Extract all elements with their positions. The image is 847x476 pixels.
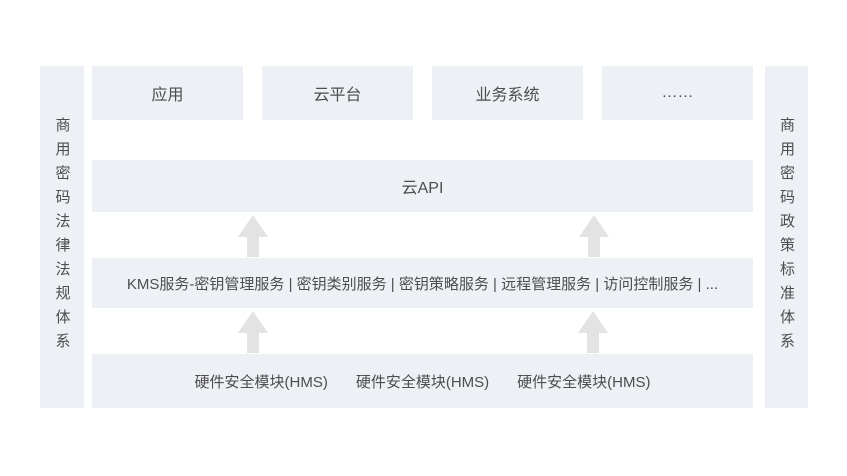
up-arrow-icon <box>238 215 268 257</box>
hms-module-label: 硬件安全模块(HMS) <box>355 373 490 391</box>
node-kms-services: KMS服务-密钥管理服务 | 密钥类别服务 | 密钥策略服务 | 远程管理服务 … <box>92 258 753 308</box>
arrow-head <box>238 311 268 333</box>
node-ellipsis: …… <box>602 66 753 120</box>
arrow-stem <box>587 333 599 353</box>
hms-module-label: 硬件安全模块(HMS) <box>517 373 651 391</box>
up-arrow-icon <box>578 311 608 353</box>
arrow-stem <box>247 237 259 257</box>
arrow-stem <box>588 237 600 257</box>
node-cloud-api: 云API <box>92 160 753 212</box>
node-application: 应用 <box>92 66 243 120</box>
up-arrow-icon <box>579 215 609 257</box>
left-regulation-bar: 商用密码法律法规体系 <box>40 66 84 408</box>
arrow-stem <box>247 333 259 353</box>
arrow-head <box>578 311 608 333</box>
node-business-system: 业务系统 <box>432 66 583 120</box>
node-hms-row: 硬件安全模块(HMS) 硬件安全模块(HMS) 硬件安全模块(HMS) <box>92 354 753 408</box>
node-cloud-platform: 云平台 <box>262 66 413 120</box>
arrow-head <box>579 215 609 237</box>
arrow-head <box>238 215 268 237</box>
up-arrow-icon <box>238 311 268 353</box>
right-policy-bar: 商用密码政策标准体系 <box>765 66 808 408</box>
hms-module-label: 硬件安全模块(HMS) <box>194 373 328 391</box>
top-row: 应用 云平台 业务系统 …… <box>92 66 753 120</box>
